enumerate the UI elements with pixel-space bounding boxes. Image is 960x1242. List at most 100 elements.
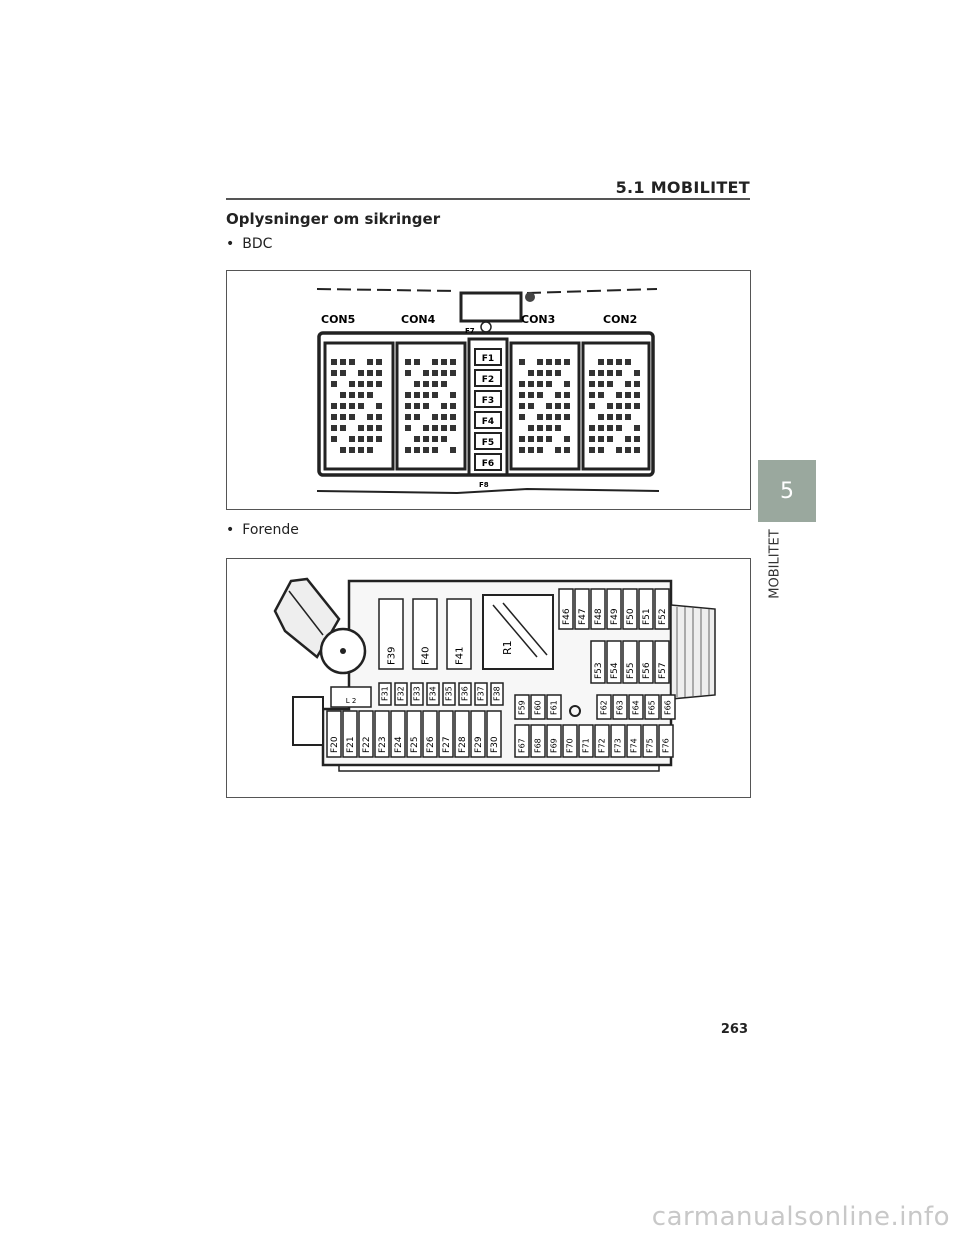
connector-pin [555, 359, 561, 365]
bullet-bdc: •BDC [226, 236, 272, 252]
connector-pin [376, 414, 382, 420]
fuse-label: F74 [630, 738, 639, 753]
connector-pin [598, 381, 604, 387]
connector-pin [607, 414, 613, 420]
connector-pin [555, 414, 561, 420]
connector-pin [616, 392, 622, 398]
connector-pin [634, 370, 640, 376]
fuse-label: F20 [330, 736, 340, 753]
running-header-title: 5.1 MOBILITET [615, 178, 750, 197]
fuse-slot [490, 682, 504, 706]
connector-pin [376, 370, 382, 376]
connector-pin [358, 381, 364, 387]
fuse-slot [530, 724, 546, 758]
fuse-label: F70 [566, 738, 575, 753]
fuse-slot [474, 682, 488, 706]
connector-label-con4: CON4 [401, 313, 436, 326]
connector-pin [423, 370, 429, 376]
connector-pin [376, 359, 382, 365]
fuse-label: F53 [594, 662, 604, 679]
connector-pin [528, 436, 534, 442]
connector-pin [564, 359, 570, 365]
connector-pin [340, 425, 346, 431]
fuse-slot [426, 682, 440, 706]
fuse-slot [590, 588, 606, 630]
connector-pin [331, 370, 337, 376]
bullet-forende-label: Forende [242, 522, 299, 538]
fuse-label: F69 [550, 738, 559, 753]
fuse-label: F47 [578, 608, 588, 625]
fuse-label: F59 [518, 700, 527, 715]
connector-pin [607, 425, 613, 431]
connector-pin [358, 403, 364, 409]
connector-pin [414, 403, 420, 409]
fuse-slot [622, 588, 638, 630]
fuse-label: F60 [534, 700, 543, 715]
connector-pin [625, 414, 631, 420]
connector-pin [432, 447, 438, 453]
fuse-slot [642, 724, 658, 758]
connector-pin [537, 381, 543, 387]
connector-pin [358, 425, 364, 431]
connector-pin [414, 392, 420, 398]
connector-pin [625, 436, 631, 442]
fuse-label: F72 [598, 738, 607, 753]
bdc-fuse-label: F4 [482, 417, 494, 427]
connector-pin [331, 414, 337, 420]
connector-pin [432, 381, 438, 387]
connector-pin [441, 370, 447, 376]
connector-pin [589, 436, 595, 442]
connector-pin [423, 447, 429, 453]
fuse-slot [326, 710, 342, 758]
connector-pin [589, 381, 595, 387]
fuse-slot [412, 598, 438, 670]
connector-pin [519, 359, 525, 365]
connector-pin [589, 370, 595, 376]
connector-pin [564, 381, 570, 387]
connector-pin [441, 381, 447, 387]
connector-pin [546, 436, 552, 442]
connector-pin [432, 414, 438, 420]
connector-pin [564, 392, 570, 398]
connector-pin [546, 414, 552, 420]
fuse-slot [562, 724, 578, 758]
connector-pin [340, 414, 346, 420]
fuse-label: F62 [600, 700, 609, 715]
bdc-fuse-label: F5 [482, 438, 494, 448]
connector-pin [528, 447, 534, 453]
connector-pin [441, 436, 447, 442]
connector-pin [589, 403, 595, 409]
connector-pin [331, 403, 337, 409]
fuse-slot [596, 694, 612, 720]
fuse-slot [578, 724, 594, 758]
connector-pin [432, 425, 438, 431]
connector-pin [349, 359, 355, 365]
fuse-label: F75 [646, 738, 655, 753]
connector-pin [555, 425, 561, 431]
connector-pin [634, 392, 640, 398]
connector-pin [616, 370, 622, 376]
connector-pin [405, 425, 411, 431]
fuse-slot [654, 640, 670, 684]
connector-pin [414, 447, 420, 453]
fuse-slot [606, 588, 622, 630]
fuse-slot [378, 598, 404, 670]
fuse-label: F36 [461, 686, 470, 701]
fuse-slot [514, 724, 530, 758]
connector-pin [441, 425, 447, 431]
chapter-tab: 5 [758, 460, 816, 522]
connector-pin [607, 381, 613, 387]
connector-pin [564, 403, 570, 409]
fuse-label: F38 [493, 686, 502, 701]
connector-pin [340, 359, 346, 365]
fuse-slot [394, 682, 408, 706]
connector-pin [598, 392, 604, 398]
connector-pin [528, 381, 534, 387]
connector-pin [589, 392, 595, 398]
connector-pin [441, 403, 447, 409]
connector-pin [349, 436, 355, 442]
fuse-slot [438, 710, 454, 758]
connector-pin [598, 436, 604, 442]
connector-pin [340, 370, 346, 376]
